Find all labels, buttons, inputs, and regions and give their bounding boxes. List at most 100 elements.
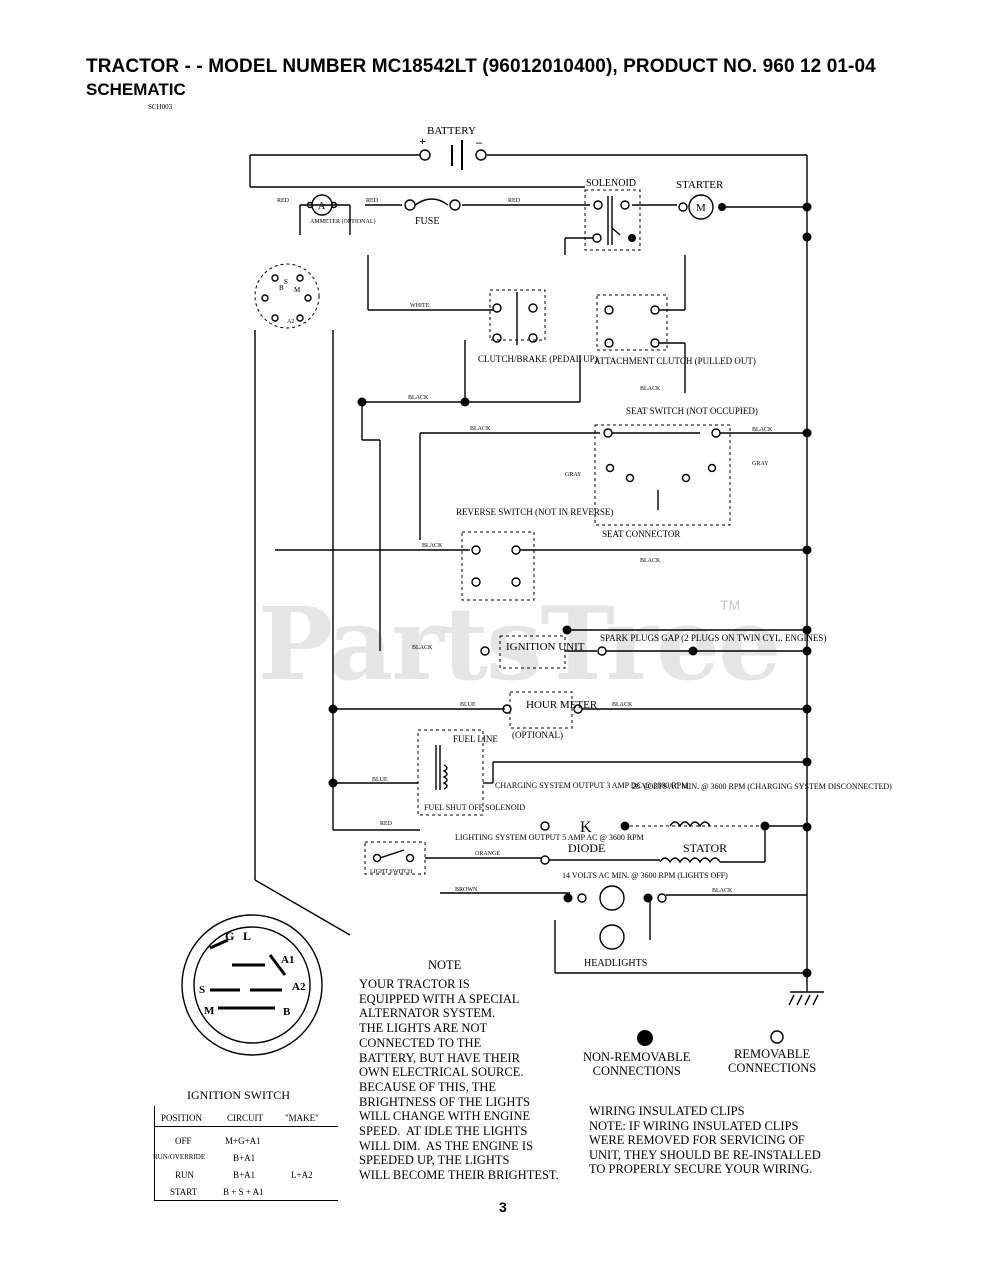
svg-text:BLACK: BLACK [612,702,633,708]
svg-text:RED: RED [380,821,393,827]
svg-text:–: – [475,135,483,149]
non-removable-symbol [637,1030,653,1046]
svg-text:M: M [696,202,706,214]
svg-text:S: S [284,278,288,286]
row-position: START [170,1187,198,1197]
light-switch-icon [372,849,415,863]
charging-output-label: CHARGING SYSTEM OUTPUT 3 AMP DC @ 3600 R… [495,781,688,790]
hour-meter-box [509,691,573,729]
page-number: 3 [499,1199,507,1215]
svg-text:BLACK: BLACK [422,543,443,549]
reverse-switch-icon [471,545,521,587]
clutch-brake-switch-icon [492,292,538,345]
row-position: RUN [175,1170,195,1180]
attachment-clutch-label: ATTACHMENT CLUTCH (PULLED OUT) [594,356,756,366]
seat-switch-label: SEAT SWITCH (NOT OCCUPIED) [626,406,758,416]
battery-icon: + – [419,134,487,170]
row-circuit: B + S + A1 [223,1187,264,1197]
row-make: L+A2 [291,1170,313,1180]
svg-text:BLUE: BLUE [460,702,476,708]
non-removable-label: NON-REMOVABLE CONNECTIONS [583,1050,691,1078]
svg-text:BLACK: BLACK [712,888,733,894]
page-subtitle: SCHEMATIC [86,80,186,99]
col-circuit: CIRCUIT [227,1113,263,1123]
svg-text:K: K [580,819,592,836]
stator-coil-icon [659,821,721,864]
lighting-output-label: LIGHTING SYSTEM OUTPUT 5 AMP AC @ 3600 R… [455,833,644,842]
svg-text:M: M [204,1005,215,1017]
seat-switch-box [594,424,731,526]
col-position: POSITION [161,1113,203,1123]
svg-text:BLACK: BLACK [640,386,661,392]
seat-connector-label: SEAT CONNECTOR [602,529,680,539]
volts-28-label: 28 VOLTS AC MIN. @ 3600 RPM (CHARGING SY… [632,782,892,791]
solenoid-label: SOLENOID [586,178,636,189]
ignition-switch-small-icon: B M S A2 [254,263,320,329]
svg-text:ORANGE: ORANGE [475,851,500,857]
ignition-table: POSITION CIRCUIT "MAKE" OFF M+G+A1 RUN/O… [153,1106,338,1201]
svg-text:A: A [318,201,326,212]
starter-label: STARTER [676,179,724,191]
row-circuit: M+G+A1 [225,1136,261,1146]
row-circuit: B+A1 [233,1170,256,1180]
svg-text:BLACK: BLACK [412,645,433,651]
svg-text:S: S [199,984,205,996]
battery-label: BATTERY [427,125,476,137]
svg-text:G: G [225,929,234,943]
svg-text:RED: RED [508,198,521,204]
headlights-label: HEADLIGHTS [584,958,647,969]
watermark-tm: TM [720,597,741,613]
svg-text:M: M [294,286,301,294]
stator-label: STATOR [683,841,727,855]
starter-icon: M [678,194,726,220]
ammeter-label: AMMETER (OPTIONAL) [310,218,376,225]
fuel-solenoid-box [417,729,484,816]
svg-text:RED: RED [277,198,290,204]
row-position: OFF [175,1136,192,1146]
spark-plugs-label: SPARK PLUGS GAP (2 PLUGS ON TWIN CYL. EN… [600,633,826,643]
svg-text:WHITE: WHITE [410,303,430,309]
note-body: YOUR TRACTOR IS EQUIPPED WITH A SPECIAL … [359,977,559,1183]
attachment-clutch-box [596,294,668,351]
volts-14-label: 14 VOLTS AC MIN. @ 3600 RPM (LIGHTS OFF) [562,871,728,880]
svg-text:BLACK: BLACK [640,558,661,564]
ammeter-icon: A [306,194,338,216]
ignition-table-header: POSITION CIRCUIT "MAKE" [155,1112,338,1127]
fuse-label: FUSE [415,216,439,227]
ignition-switch-title: IGNITION SWITCH [187,1088,290,1102]
col-make: "MAKE" [285,1113,319,1123]
svg-text:BROWN: BROWN [455,887,478,893]
svg-text:GRAY: GRAY [565,472,582,478]
reverse-switch-box [461,531,535,601]
clutch-brake-label: CLUTCH/BRAKE (PEDAL UP) [478,354,598,364]
fuse-icon [404,198,461,211]
light-switch-box [364,841,426,875]
ground-icon [788,994,819,1006]
hour-meter-optional: (OPTIONAL) [512,730,563,740]
fuel-line-label: FUEL LINE [453,734,498,744]
solenoid-icon [592,196,636,245]
light-switch-label: LIGHT SWITCH [370,869,413,875]
fuel-solenoid-label: FUEL SHUT OFF SOLENOID [424,803,525,812]
svg-text:L: L [243,929,251,943]
ignition-unit-box [499,635,566,669]
svg-text:RED: RED [366,198,379,204]
row-position: RUN/OVERRIDE [153,1153,206,1161]
hour-meter-label: HOUR METER [526,699,598,711]
svg-text:B: B [283,1006,291,1018]
watermark: PartsTree [258,585,782,703]
ignition-switch-icon: G L A1 A2 S M B [181,914,323,1056]
row-circuit: B+A1 [233,1153,256,1163]
svg-text:BLUE: BLUE [372,777,388,783]
note-title: NOTE [428,958,462,972]
svg-text:B: B [279,284,284,292]
svg-text:BLACK: BLACK [752,427,773,433]
ignition-unit-label: IGNITION UNIT [506,641,585,653]
attachment-clutch-switch-icon [604,305,660,348]
fuel-solenoid-icon [435,745,448,790]
clips-note: WIRING INSULATED CLIPS NOTE: IF WIRING I… [589,1104,821,1177]
seat-switch-icon [603,428,721,510]
solenoid-box [584,189,641,251]
svg-text:A2: A2 [292,981,306,993]
